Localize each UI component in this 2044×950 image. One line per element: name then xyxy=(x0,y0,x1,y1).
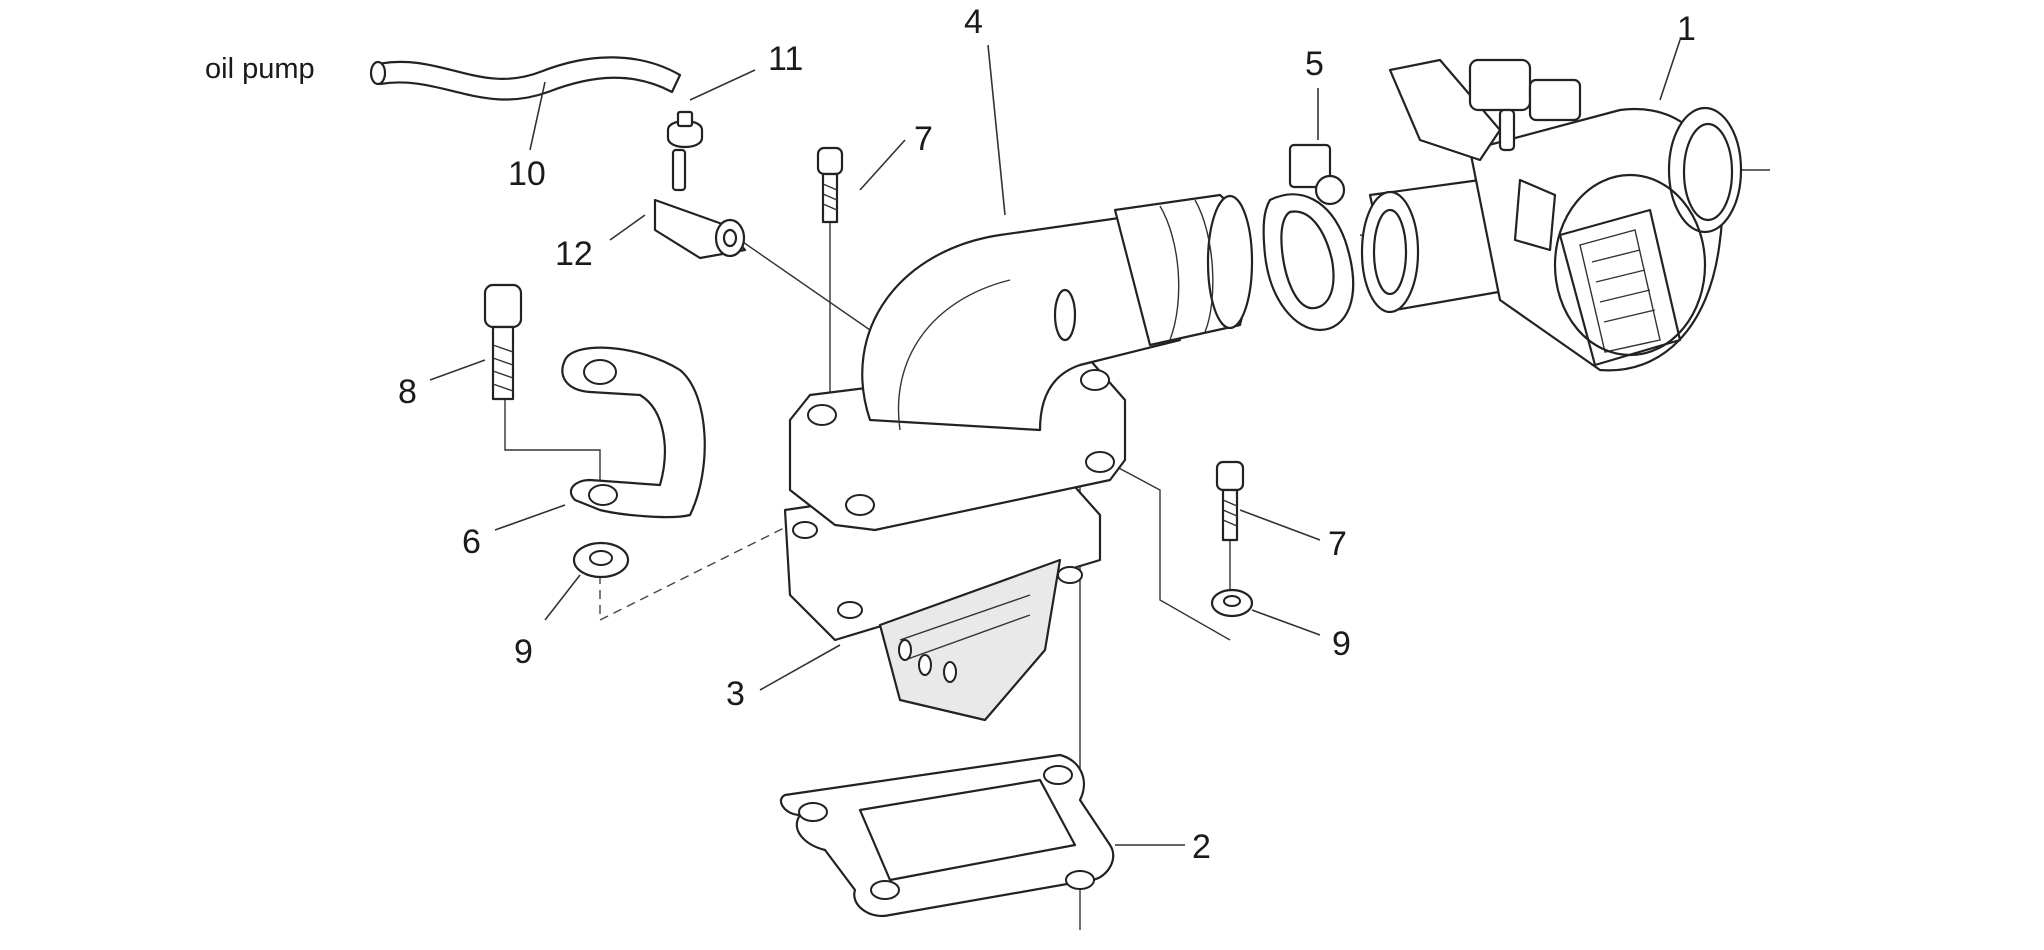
oil-hose xyxy=(369,56,682,101)
callout-9-right: 9 xyxy=(1332,625,1351,663)
callout-8: 8 xyxy=(398,373,417,411)
callout-12: 12 xyxy=(555,235,593,273)
oil-pump-caption: oil pump xyxy=(205,53,315,85)
callout-4: 4 xyxy=(964,3,983,41)
bolt-upper xyxy=(816,146,844,224)
callout-leader-lines xyxy=(429,39,1681,846)
bolt-long xyxy=(483,283,523,401)
callout-6: 6 xyxy=(462,523,481,561)
washer-right xyxy=(1210,588,1254,618)
callout-1: 1 xyxy=(1677,10,1696,48)
hose-clip xyxy=(666,110,704,149)
callout-7-upper: 7 xyxy=(914,120,933,158)
hose-bracket xyxy=(561,346,706,519)
intake-manifold xyxy=(788,193,1254,532)
bolt-right xyxy=(1215,460,1245,542)
callout-9-left: 9 xyxy=(514,633,533,671)
callout-10: 10 xyxy=(508,155,546,193)
oil-nipple-fitting xyxy=(653,148,747,260)
carburettor xyxy=(1360,58,1743,372)
gasket xyxy=(779,753,1115,918)
washer-left xyxy=(572,541,630,579)
callout-11: 11 xyxy=(768,40,803,78)
callout-2: 2 xyxy=(1192,828,1211,866)
hose-clamp xyxy=(1262,143,1355,332)
callout-5: 5 xyxy=(1305,45,1324,83)
callout-labels: oil pump 1 2 3 4 5 6 7 7 8 9 9 10 11 12 xyxy=(205,3,1696,866)
callout-3: 3 xyxy=(726,675,745,713)
callout-7-right: 7 xyxy=(1328,525,1347,563)
